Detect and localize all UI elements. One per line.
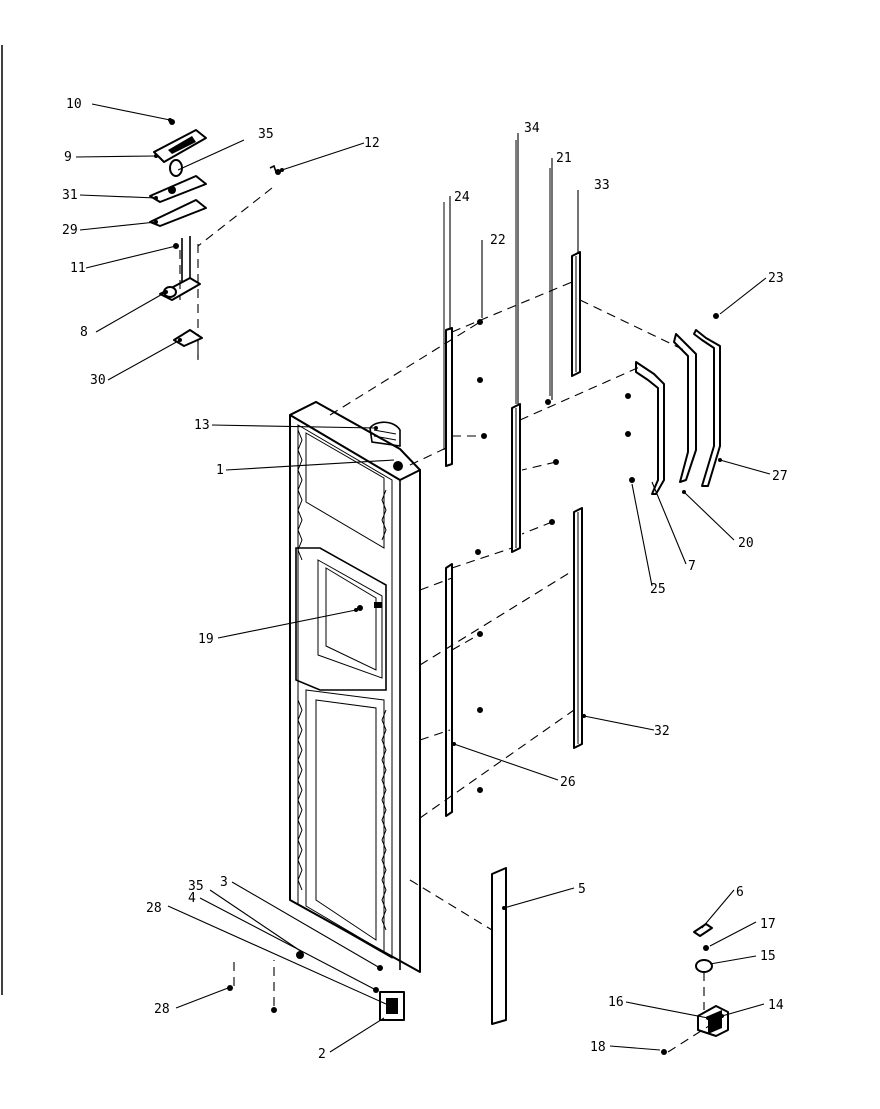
callout-20: 20 bbox=[738, 536, 754, 551]
callout-22: 22 bbox=[490, 233, 506, 248]
callout-21: 21 bbox=[556, 151, 572, 166]
callout-14: 14 bbox=[768, 998, 784, 1013]
callout-9: 9 bbox=[64, 150, 72, 165]
handle-parts bbox=[625, 313, 721, 495]
callout-25: 25 bbox=[650, 582, 666, 597]
callout-32: 32 bbox=[654, 724, 670, 739]
callout-29: 29 bbox=[62, 223, 78, 238]
callout-28-upper: 28 bbox=[146, 901, 162, 916]
callout-26: 26 bbox=[560, 775, 576, 790]
assembly-lines bbox=[197, 281, 685, 931]
door-panel bbox=[289, 401, 421, 973]
strip-5 bbox=[491, 867, 507, 1025]
callout-8: 8 bbox=[80, 325, 88, 340]
strip-26 bbox=[445, 549, 483, 817]
callout-31: 31 bbox=[62, 188, 78, 203]
top-door-hinge bbox=[369, 421, 403, 471]
bottom-door-hinge bbox=[296, 951, 405, 1021]
callout-12: 12 bbox=[364, 136, 380, 151]
callout-19: 19 bbox=[198, 632, 214, 647]
callout-28-lower: 28 bbox=[154, 1002, 170, 1017]
lower-left-hinge-pieces bbox=[227, 960, 277, 1013]
callout-5: 5 bbox=[578, 882, 586, 897]
callout-17: 17 bbox=[760, 917, 776, 932]
callout-3: 3 bbox=[220, 875, 228, 890]
callout-6: 6 bbox=[736, 885, 744, 900]
callout-15: 15 bbox=[760, 949, 776, 964]
strip-32 bbox=[573, 507, 583, 749]
callout-2: 2 bbox=[318, 1047, 326, 1062]
bottom-hinge-assembly bbox=[661, 923, 729, 1055]
callout-33: 33 bbox=[594, 178, 610, 193]
callout-30: 30 bbox=[90, 373, 106, 388]
callout-13: 13 bbox=[194, 418, 210, 433]
callout-labels: 10 9 35 12 31 29 11 8 30 13 1 19 24 22 3… bbox=[62, 97, 788, 1062]
callout-24: 24 bbox=[454, 190, 470, 205]
callout-18: 18 bbox=[590, 1040, 606, 1055]
strip-34 bbox=[511, 140, 559, 553]
callout-1: 1 bbox=[216, 463, 224, 478]
leader-lines bbox=[75, 103, 771, 1053]
callout-10: 10 bbox=[66, 97, 82, 112]
callout-36: 35 bbox=[188, 879, 204, 894]
top-hinge-stack bbox=[149, 119, 207, 360]
callout-16: 16 bbox=[608, 995, 624, 1010]
callout-7: 7 bbox=[688, 559, 696, 574]
callout-35-top: 35 bbox=[258, 127, 274, 142]
callout-4: 4 bbox=[188, 891, 196, 906]
strip-33 bbox=[571, 251, 581, 377]
hinge-clip-12 bbox=[197, 164, 283, 247]
callout-11: 11 bbox=[70, 261, 86, 276]
callout-23: 23 bbox=[768, 271, 784, 286]
leader-arrowheads bbox=[154, 118, 724, 1020]
callout-34: 34 bbox=[524, 121, 540, 136]
callout-27: 27 bbox=[772, 469, 788, 484]
